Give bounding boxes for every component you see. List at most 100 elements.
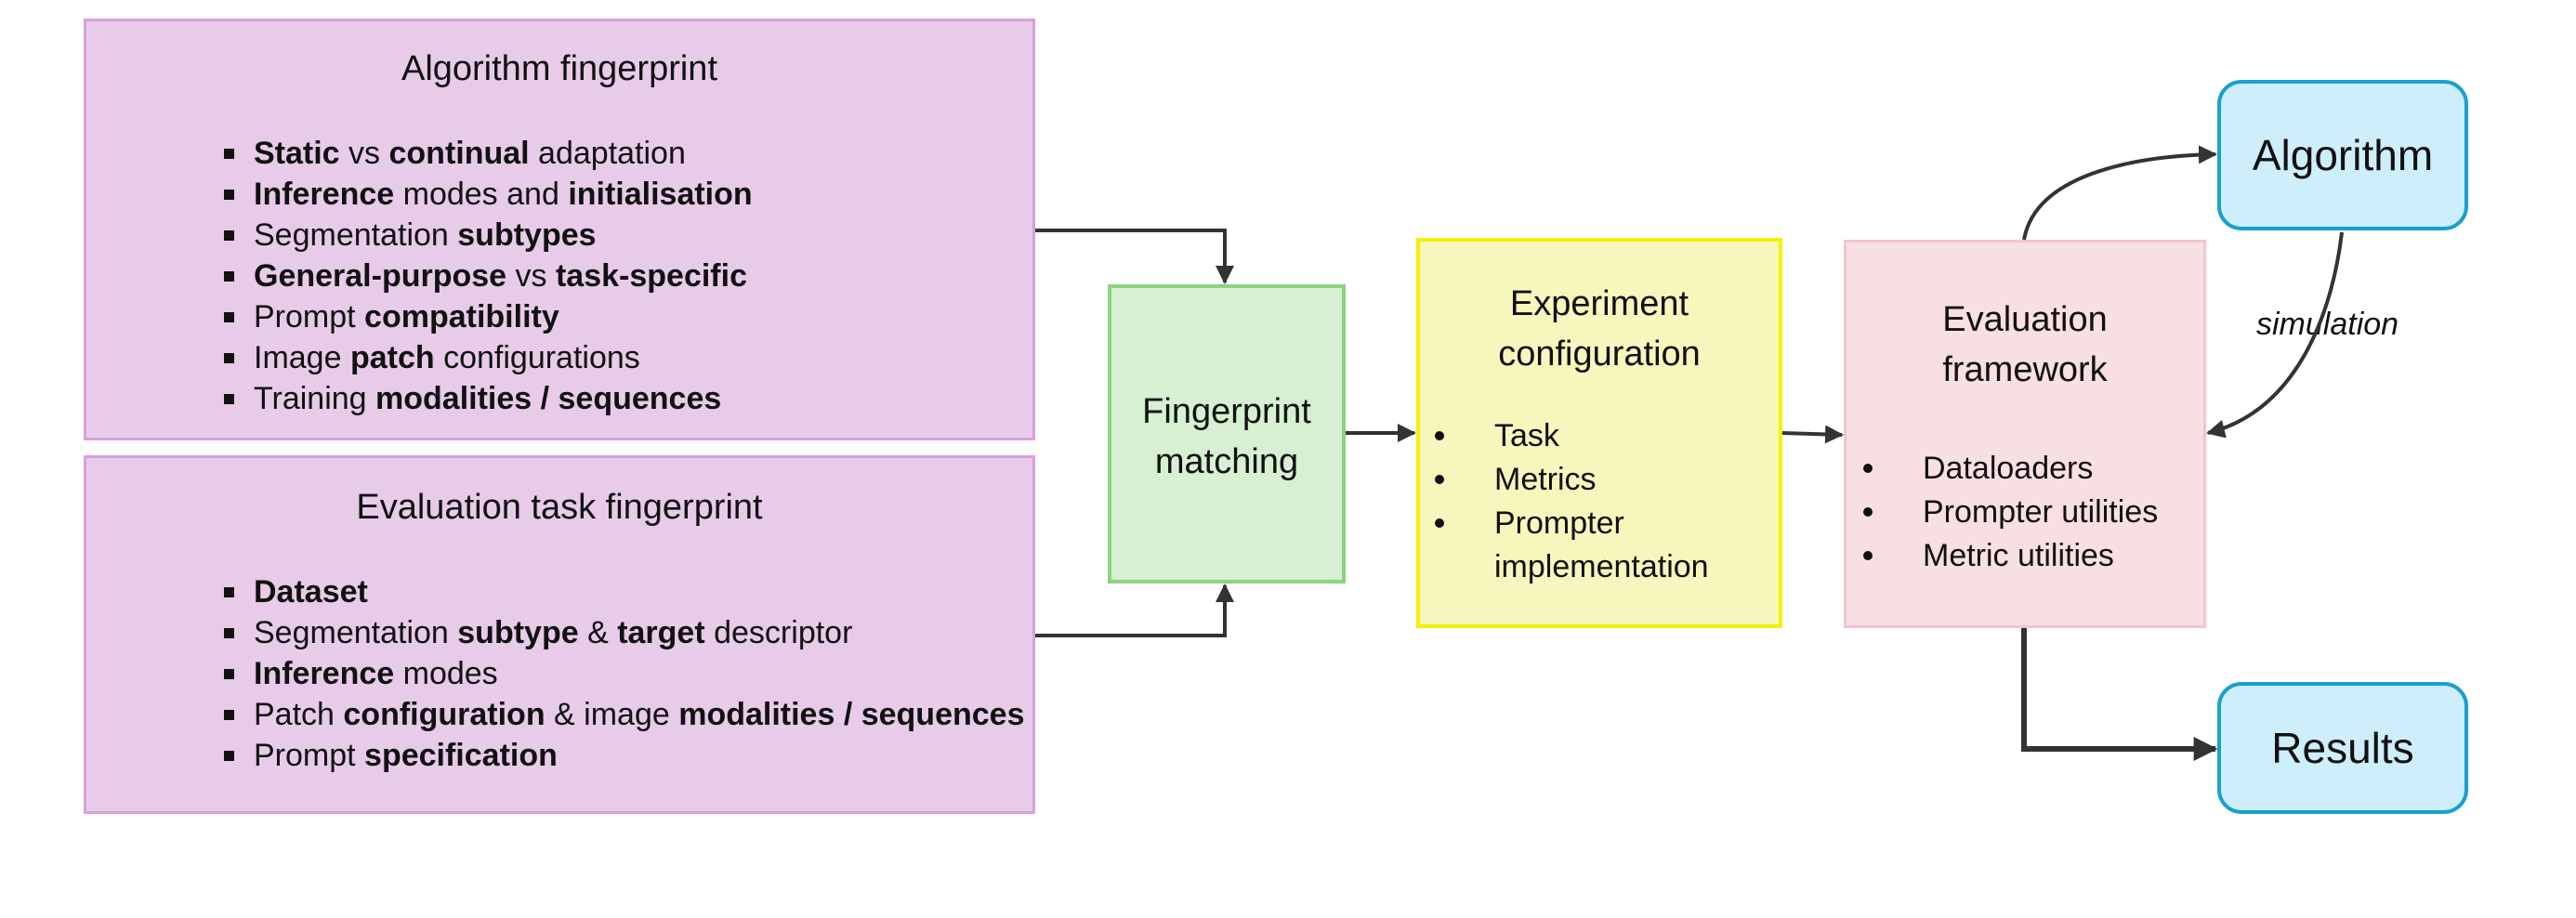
list-item: Prompt compatibility	[224, 296, 753, 337]
experiment-configuration-line2: configuration	[1498, 334, 1701, 374]
text-run: Segmentation	[254, 217, 458, 253]
evaluation-task-fingerprint-title: Evaluation task fingerprint	[356, 488, 763, 527]
text-run: Image	[254, 340, 350, 375]
text-run: &	[578, 615, 618, 650]
bold-term: specification	[364, 738, 558, 773]
bullet-dot	[1863, 464, 1873, 473]
experiment-configuration-line1: Experiment	[1509, 284, 1689, 323]
bold-term: subtypes	[457, 217, 597, 253]
list-item: Task	[1435, 414, 1709, 458]
list-item: Inference modes	[224, 653, 1024, 694]
bullet-dot	[1863, 551, 1873, 560]
fingerprint-matching-box: Fingerprint matching	[1108, 284, 1346, 584]
text-run: Patch	[254, 697, 344, 732]
bullet-dot	[1435, 518, 1444, 528]
bold-term: modalities / sequences	[375, 381, 722, 416]
text-run: descriptor	[704, 615, 853, 650]
results-node-label: Results	[2271, 724, 2414, 772]
list-item: Metrics	[1435, 458, 1709, 502]
list-item-text: implementation	[1494, 549, 1709, 584]
arrow-experiment-to-evaluation	[1781, 425, 1844, 444]
bold-term: initialisation	[568, 177, 753, 212]
bold-term: configuration	[343, 697, 545, 732]
simulation-label: simulation	[2256, 307, 2399, 342]
algorithm-fingerprint-title: Algorithm fingerprint	[401, 49, 718, 88]
list-item: General-purpose vs task-specific	[224, 256, 753, 296]
list-item: Prompter	[1435, 502, 1709, 545]
bullet-square	[224, 394, 234, 404]
list-item: Image patch configurations	[224, 337, 753, 378]
text-run: Segmentation	[254, 615, 458, 650]
bold-term: Inference	[254, 177, 395, 212]
list-item: Prompt specification	[224, 735, 1024, 776]
bold-term: compatibility	[364, 299, 559, 334]
algorithm-node-label: Algorithm	[2252, 131, 2434, 179]
text-run: vs	[506, 258, 556, 294]
experiment-configuration-list: Task Metrics Prompter implementation	[1435, 414, 1709, 589]
text-run: Prompt	[254, 299, 365, 334]
bold-term: General-purpose	[254, 258, 507, 294]
list-item: Patch configuration & image modalities /…	[224, 694, 1024, 735]
evaluation-framework-title: Evaluation framework	[1847, 295, 2203, 395]
bold-term: modalities / sequences	[678, 697, 1025, 732]
bullet-square	[224, 353, 234, 363]
bullet-square	[224, 312, 234, 322]
bullet-square	[224, 710, 234, 720]
bold-term: task-specific	[555, 258, 747, 294]
text-run: modes and	[394, 177, 569, 212]
algorithm-node: Algorithm	[2217, 80, 2468, 230]
list-item-text: Task	[1494, 418, 1559, 453]
bullet-dot	[1435, 475, 1444, 484]
list-item-text: Prompter	[1494, 505, 1624, 541]
list-item: Static vs continual adaptation	[224, 133, 753, 174]
fingerprint-matching-title: Fingerprint matching	[1111, 387, 1342, 487]
bold-term: continual	[388, 136, 530, 171]
text-run: adaptation	[529, 136, 686, 171]
text-run: configurations	[434, 340, 640, 375]
text-run: Training	[254, 381, 376, 416]
bold-term: subtype	[457, 615, 579, 650]
list-item: Prompter utilities	[1863, 491, 2158, 534]
bullet-dot	[1863, 507, 1873, 517]
bullet-square	[224, 751, 234, 761]
bullet-square	[224, 230, 234, 241]
evaluation-framework-line1: Evaluation	[1942, 300, 2108, 339]
list-item: Training modalities / sequences	[224, 378, 753, 419]
bullet-square	[224, 271, 234, 282]
bold-term: patch	[349, 340, 435, 375]
algorithm-fingerprint-box: Algorithm fingerprint Static vs continua…	[84, 19, 1035, 440]
fingerprint-matching-line2: matching	[1154, 442, 1299, 481]
experiment-configuration-box: Experiment configuration Task Metrics Pr…	[1416, 238, 1782, 628]
list-item-text: Metrics	[1494, 462, 1597, 497]
results-node: Results	[2217, 682, 2468, 814]
list-item: Segmentation subtypes	[224, 215, 753, 256]
bullet-square	[224, 669, 234, 679]
bullet-square	[224, 587, 234, 597]
text-run: modes	[394, 656, 498, 691]
fingerprint-matching-line1: Fingerprint	[1142, 392, 1311, 431]
list-item: Inference modes and initialisation	[224, 174, 753, 215]
arrow-algorithm-fp-to-matching	[1035, 229, 1234, 284]
evaluation-framework-list: Dataloaders Prompter utilities Metric ut…	[1863, 447, 2158, 578]
bold-term: Static	[254, 136, 340, 171]
list-item-text: Metric utilities	[1923, 538, 2114, 573]
bullet-square	[224, 628, 234, 638]
bullet-square	[224, 190, 234, 200]
bold-term: Inference	[254, 656, 395, 691]
bullet-dot	[1435, 431, 1444, 440]
arrow-algorithm-simulation-to-evaluation	[2206, 231, 2344, 439]
list-item: Metric utilities	[1863, 534, 2158, 578]
list-item-continuation: implementation	[1494, 545, 1709, 589]
evaluation-framework-line2: framework	[1942, 350, 2108, 389]
arrow-evaluation-to-algorithm	[2022, 145, 2217, 241]
list-item: Segmentation subtype & target descriptor	[224, 612, 1024, 653]
bold-term: target	[617, 615, 705, 650]
experiment-configuration-title: Experiment configuration	[1420, 279, 1779, 379]
list-item: Dataloaders	[1863, 447, 2158, 491]
text-run: & image	[545, 697, 679, 732]
arrow-evaluation-to-results	[2021, 628, 2218, 761]
